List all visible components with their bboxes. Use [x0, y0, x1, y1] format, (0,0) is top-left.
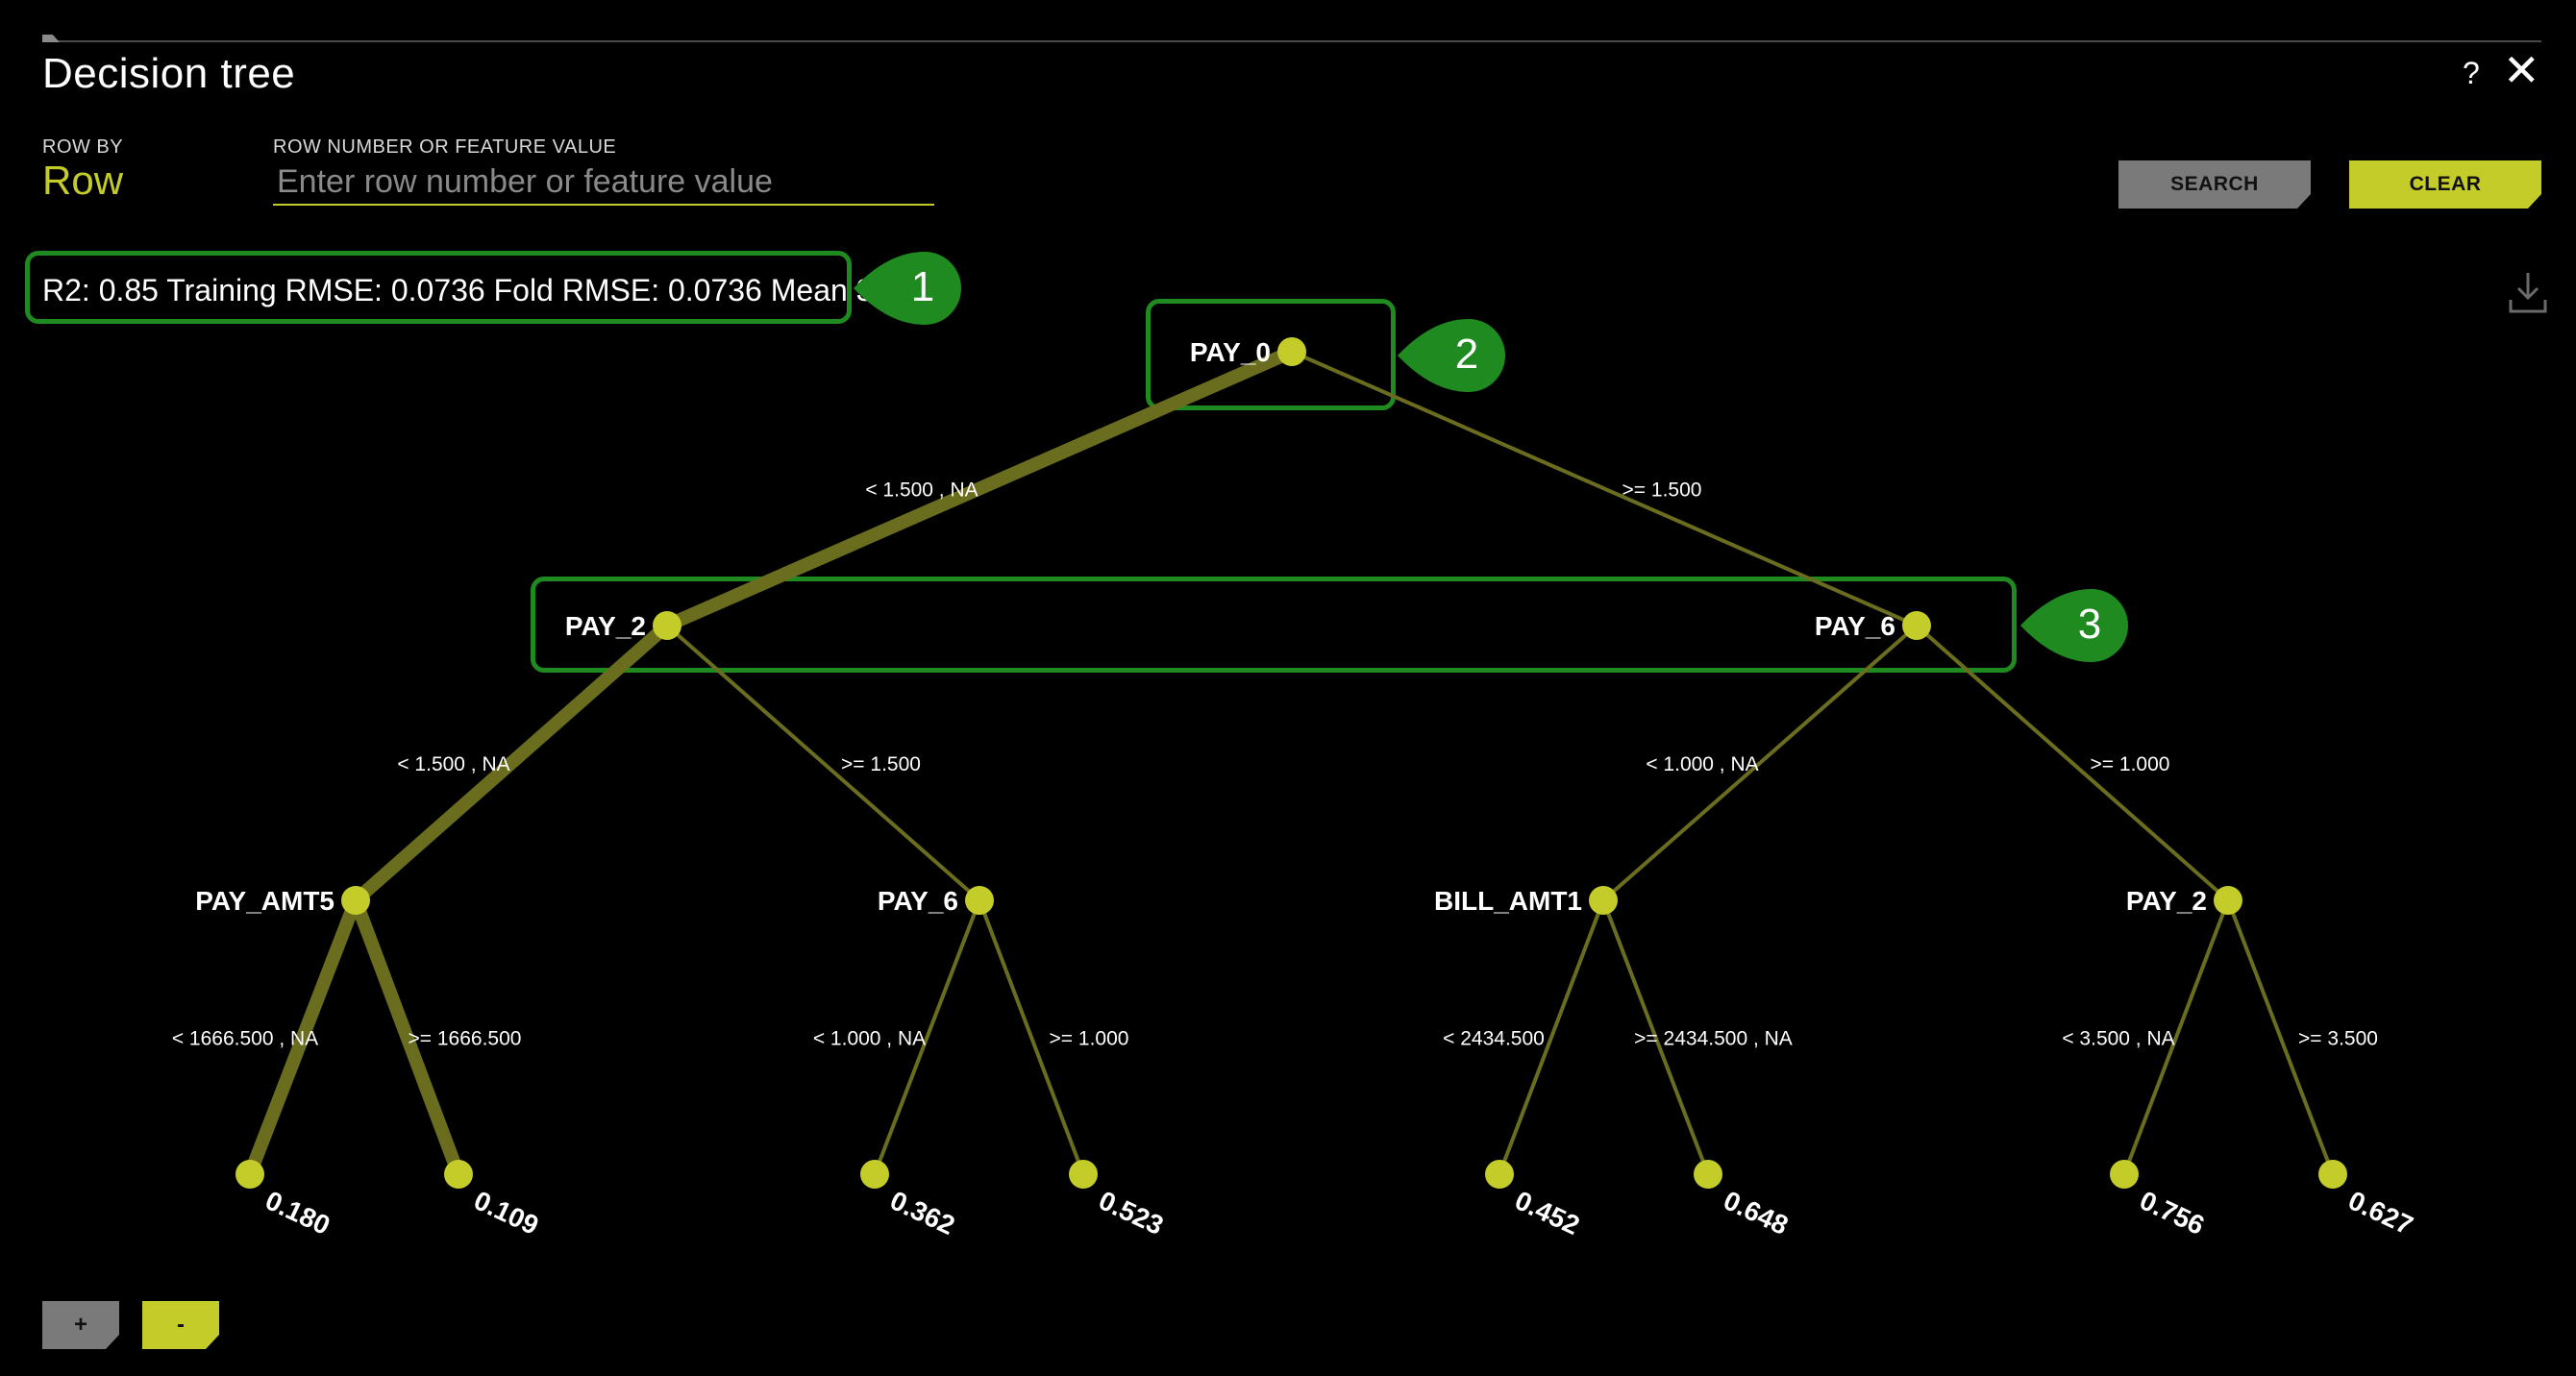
leaf-value-label: 0.648	[1719, 1185, 1793, 1241]
tree-edge	[2226, 898, 2335, 1176]
tree-node[interactable]	[341, 886, 370, 915]
tree-edge	[1290, 350, 1919, 627]
callout-badge-2: 2	[1398, 319, 1505, 392]
leaf-value-label: 0.756	[2135, 1185, 2209, 1241]
callout-number-1: 1	[911, 263, 934, 310]
node-feature-label: PAY_2	[2126, 886, 2207, 916]
tree-node[interactable]	[1589, 886, 1618, 915]
search-button[interactable]: SEARCH	[2118, 160, 2311, 209]
row-by-select[interactable]: Row	[42, 158, 124, 203]
tree-leaf[interactable]	[860, 1160, 889, 1189]
tree-leaf[interactable]	[2318, 1160, 2347, 1189]
node-feature-label: PAY_6	[878, 886, 958, 916]
tree-edge	[349, 894, 465, 1181]
tree-edge	[1498, 898, 1605, 1176]
tree-leaf[interactable]	[444, 1160, 473, 1189]
tree-leaf[interactable]	[1694, 1160, 1722, 1189]
edge-condition-label: < 1666.500 , NA	[172, 1028, 318, 1050]
edge-condition-label: >= 1666.500	[409, 1028, 522, 1050]
node-feature-label: PAY_2	[565, 611, 646, 641]
row-search-input[interactable]	[273, 160, 934, 206]
leaf-value-label: 0.109	[469, 1185, 543, 1241]
node-feature-label: BILL_AMT1	[1434, 886, 1582, 916]
edge-condition-label: >= 1.000	[2091, 753, 2170, 775]
download-icon[interactable]	[2509, 271, 2547, 313]
tree-edge	[243, 894, 362, 1181]
tree-edge	[660, 345, 1299, 632]
edge-condition-label: >= 1.000	[1050, 1028, 1129, 1050]
tree-edge	[978, 898, 1085, 1176]
model-metrics: R2: 0.85 Training RMSE: 0.0736 Fold RMSE…	[42, 273, 874, 307]
edge-condition-label: >= 3.500	[2298, 1028, 2378, 1050]
tree-node[interactable]	[2214, 886, 2242, 915]
callout-box-1	[25, 251, 852, 324]
tree-edge	[1601, 898, 1710, 1176]
callout-box-2	[1146, 299, 1396, 410]
tree-edge	[2122, 898, 2230, 1176]
tree-edge	[1915, 624, 2230, 902]
tree-leaf[interactable]	[1069, 1160, 1098, 1189]
page-title: Decision tree	[42, 50, 296, 97]
tree-edge	[665, 624, 981, 902]
leaf-value-label: 0.523	[1094, 1185, 1168, 1241]
callout-number-2: 2	[1455, 331, 1478, 378]
top-tab-marker	[42, 35, 60, 42]
tree-node[interactable]	[1277, 337, 1306, 366]
tree-edge	[873, 898, 981, 1176]
row-input-label: ROW NUMBER OR FEATURE VALUE	[273, 136, 617, 158]
tree-node[interactable]	[1902, 611, 1931, 640]
tree-edge	[1601, 624, 1919, 902]
callout-box-3	[531, 577, 2017, 673]
edge-condition-label: < 1.500 , NA	[397, 753, 509, 775]
node-feature-label: PAY_0	[1190, 337, 1271, 367]
leaf-value-label: 0.180	[260, 1185, 334, 1241]
tree-node[interactable]	[653, 611, 681, 640]
node-feature-label: PAY_6	[1815, 611, 1895, 641]
leaf-value-label: 0.452	[1510, 1185, 1584, 1241]
close-icon[interactable]: ✕	[2503, 45, 2540, 95]
edge-condition-label: < 3.500 , NA	[2062, 1028, 2174, 1050]
tree-node[interactable]	[965, 886, 994, 915]
edge-condition-label: < 1.500 , NA	[865, 479, 978, 502]
leaf-value-label: 0.362	[885, 1185, 959, 1241]
edge-condition-label: < 1.000 , NA	[813, 1028, 926, 1050]
tree-edge	[349, 619, 674, 907]
zoom-out-button[interactable]: -	[142, 1301, 219, 1349]
zoom-in-button[interactable]: +	[42, 1301, 119, 1349]
top-divider	[42, 40, 2541, 42]
edge-condition-label: < 1.000 , NA	[1646, 753, 1758, 775]
tree-leaf[interactable]	[1485, 1160, 1514, 1189]
callout-badge-1: 1	[854, 252, 961, 325]
callout-number-3: 3	[2078, 601, 2101, 648]
edge-condition-label: >= 1.500	[841, 753, 921, 775]
tree-leaf[interactable]	[235, 1160, 264, 1189]
tree-leaf[interactable]	[2110, 1160, 2139, 1189]
leaf-value-label: 0.627	[2343, 1185, 2417, 1241]
clear-button[interactable]: CLEAR	[2349, 160, 2541, 209]
edge-condition-label: >= 2434.500 , NA	[1634, 1028, 1793, 1050]
callout-badge-3: 3	[2020, 589, 2128, 662]
row-by-label: ROW BY	[42, 136, 124, 158]
edge-condition-label: >= 1.500	[1622, 479, 1702, 502]
help-icon[interactable]: ?	[2463, 56, 2480, 90]
edge-condition-label: < 2434.500	[1443, 1028, 1545, 1050]
node-feature-label: PAY_AMT5	[195, 886, 334, 916]
